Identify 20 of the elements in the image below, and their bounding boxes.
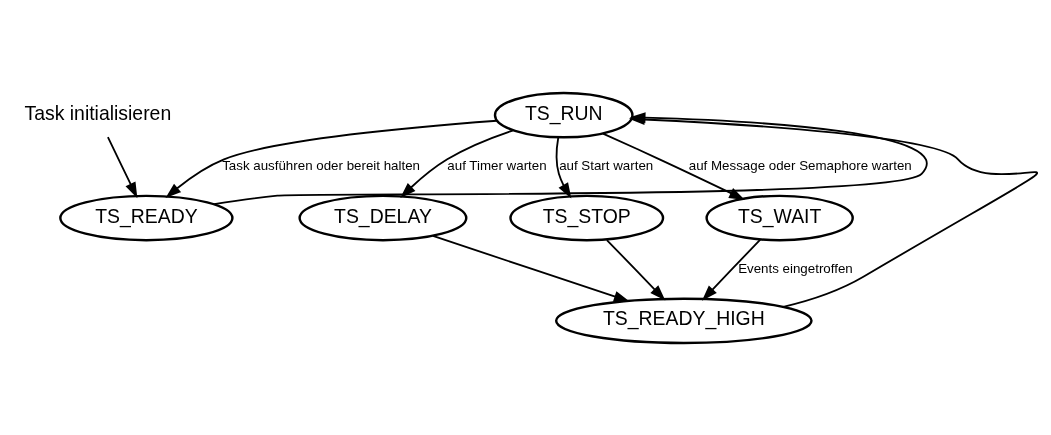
- arrow: [555, 136, 572, 199]
- node-ellipse: TS_READY_HIGH: [554, 296, 813, 344]
- node-ellipse: TS_READY: [59, 194, 234, 241]
- arrow: [605, 238, 666, 300]
- node-ellipse: TS_STOP: [509, 194, 665, 241]
- node-ellipse: TS_RUN: [493, 91, 634, 139]
- arrow: [602, 132, 745, 200]
- node-ellipse: TS_DELAY: [298, 194, 468, 241]
- edge-label: auf Start warten: [559, 157, 654, 173]
- edge-label: Events eingetroffen: [738, 260, 853, 276]
- edge-label: Task ausführen oder bereit halten: [222, 157, 420, 173]
- node-text: Task initialisieren: [24, 101, 172, 124]
- arrow: [165, 119, 498, 198]
- arrow: [107, 135, 138, 198]
- edge-label: auf Timer warten: [447, 157, 547, 173]
- edge-label: auf Message oder Semaphore warten: [688, 157, 912, 173]
- arrow: [400, 129, 514, 198]
- node-ellipse: TS_WAIT: [705, 194, 854, 241]
- arrow: [701, 238, 762, 301]
- arrow: [432, 234, 630, 302]
